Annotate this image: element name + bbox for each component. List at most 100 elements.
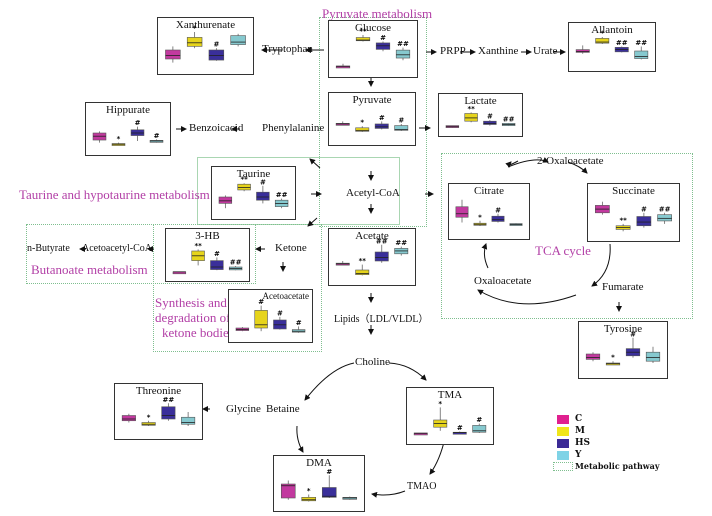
boxplot-canvas: **### [172,242,243,275]
box-hs: # [273,309,287,330]
box-body [256,191,270,201]
box-y: ## [394,239,409,256]
box-c [92,131,107,143]
plot-title: Succinate [612,185,655,197]
significance-mark: ## [376,237,388,245]
taurine-metabolism-label: Taurine and hypotaurine metabolism [19,187,210,202]
box-y: # [472,416,487,433]
boxplot-lactate: Lactate**### [438,93,523,137]
box-y: ## [274,191,289,209]
box-body [595,38,610,44]
boxplot-hippurate: Hippurate*## [85,102,171,156]
plot-title: Citrate [474,185,504,197]
box-c [218,195,233,209]
significance-mark: ## [616,39,628,47]
box-m: # [254,298,268,332]
legend-label-pathway: Metabolic pathway [575,461,660,471]
box-hs: # [374,114,389,130]
boxplot-canvas: **### [218,176,289,209]
boxplot-canvas: *# [455,199,523,226]
significance-mark: ## [503,115,515,123]
significance-mark: # [476,416,482,424]
box-body [218,196,233,204]
box-m: ** [191,242,205,266]
ketone-bodies-label-3: ketone bodies [162,325,234,340]
pyruvate-metabolism-label: Pyruvate metabolism [322,6,433,21]
significance-mark: * [147,413,151,421]
box-m: * [301,487,317,502]
significance-mark: ## [276,191,288,199]
box-body [483,120,497,125]
box-body [121,415,136,422]
box-m: * [355,119,370,132]
significance-mark: # [398,116,404,124]
box-y [181,412,196,426]
box-hs: ## [614,39,629,53]
significance-mark: ## [659,205,671,213]
box-m: * [186,25,203,49]
significance-mark: # [380,34,386,42]
significance-mark: ** [619,216,627,224]
boxplot-canvas: **### [335,28,411,69]
boxplot-canvas: *## [413,400,487,436]
box-m: * [605,354,621,366]
box-body [355,127,370,132]
significance-mark: # [135,119,141,127]
legend-swatch-y [557,451,569,460]
box-hs: # [210,250,224,271]
plot-title: Xanthurenate [175,19,236,31]
box-y: ## [395,40,411,61]
box-c [335,121,350,126]
box-c [595,201,610,215]
significance-mark: # [641,205,647,213]
box-m: ** [464,105,478,123]
box-hs: # [256,178,270,204]
node-betaine: Betaine [266,403,300,415]
node-xanthine: Xanthine [478,45,519,57]
legend-swatch-hs [557,439,569,448]
box-c [235,327,250,332]
box-m: ** [355,257,370,276]
boxplot-canvas: ** ## ## [335,237,409,276]
box-body [464,113,478,122]
boxplot-3-hb: 3-HB**### [165,228,250,282]
box-c [280,480,296,500]
box-hs: # [625,330,641,358]
box-body [280,483,296,499]
significance-mark: # [214,250,220,258]
significance-mark: # [379,114,385,122]
plot-title: 3-HB [195,230,220,242]
significance-mark: # [258,298,264,306]
boxplot-canvas: *# [280,468,358,502]
box-m: ** [355,28,371,42]
plot-title: Pyruvate [352,94,392,106]
node-acetyl-coa: Acetyl-CoA [346,187,400,199]
node-benzoicacid: Benzoicacid [189,122,244,134]
significance-mark: * [193,25,197,33]
box-y [230,33,246,47]
significance-mark: ** [359,28,367,36]
boxplot-canvas: * # # [335,114,409,132]
significance-mark: ## [635,39,647,47]
significance-mark: # [296,319,302,327]
plot-title: Acetoacetate [262,291,309,301]
box-y: # [149,132,164,143]
boxplot-canvas: *# [585,330,661,366]
node-glycine: Glycine [226,403,261,415]
significance-mark: ** [359,257,367,265]
box-c [413,432,428,436]
box-y [509,223,523,226]
boxplot-threonine: Threonine*## [114,383,203,440]
significance-mark: * [611,354,615,362]
box-c [585,352,601,362]
box-y: # [291,319,306,333]
boxplot-citrate: Citrate *# [448,183,530,240]
significance-mark: ## [163,396,175,404]
tca-cycle-label: TCA cycle [535,243,591,258]
box-body [374,251,389,262]
box-body [355,37,371,42]
box-m: ** [237,176,251,192]
box-hs: # [452,424,467,435]
box-hs: # [483,113,497,126]
box-hs: # [321,468,337,498]
